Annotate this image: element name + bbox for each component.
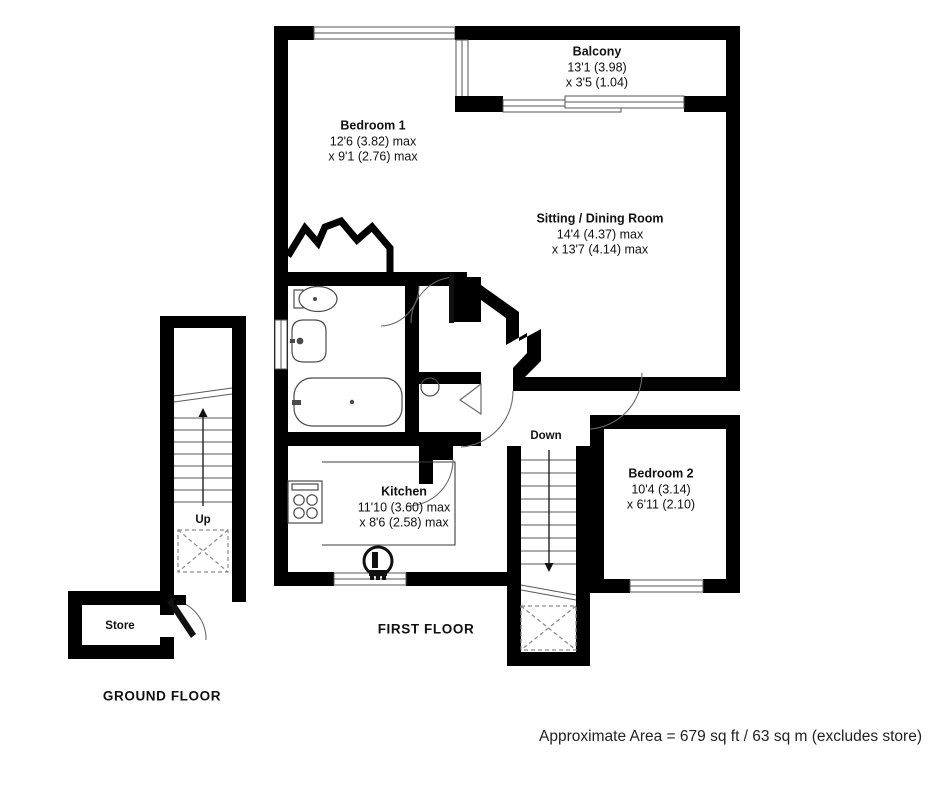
wall-store-bottom: [68, 645, 174, 659]
wall-kitchen-bottom-left: [274, 572, 334, 586]
room-dim-sitting-1: 14'4 (4.37) max: [557, 227, 644, 241]
wall-right-sitting: [726, 96, 740, 391]
wall-store-right-upper: [160, 591, 174, 615]
room-dim-bedroom1-2: x 9'1 (2.76) max: [328, 149, 418, 163]
door-bedroom2: [589, 372, 643, 430]
floor-title-ground: GROUND FLOOR: [103, 689, 221, 704]
hob-icon: [287, 480, 323, 524]
room-label-sitting-dining: Sitting / Dining Room: [536, 211, 663, 225]
wc-basin-icon: [420, 377, 482, 416]
room-dim-kitchen-2: x 8'6 (2.58) max: [359, 515, 449, 529]
wall-under-balcony-left: [455, 96, 503, 112]
wall-kitchen-right-step: [433, 446, 453, 460]
room-dim-bedroom2-2: x 6'11 (2.10): [627, 497, 695, 511]
wall-store-top: [68, 591, 174, 605]
room-label-kitchen: Kitchen: [381, 484, 427, 498]
wall-stairwell-right-upper: [576, 446, 590, 586]
door-sitting-room: [460, 390, 514, 448]
room-label-balcony: Balcony: [573, 44, 622, 58]
door-kitchen: [406, 459, 454, 507]
wall-below-kitchen: [463, 572, 521, 586]
sliding-door-balcony: [502, 95, 685, 113]
window-bedroom1-balcony: [455, 39, 469, 101]
stairwell-void-ground: [177, 529, 229, 573]
room-dim-bedroom2-1: 10'4 (3.14): [631, 482, 690, 496]
wall-store-door-jamb: [174, 595, 186, 605]
floor-title-first: FIRST FLOOR: [378, 622, 475, 637]
boiler-icon: [362, 545, 394, 580]
wall-store-right-lower: [160, 637, 174, 659]
wall-bed2-bottom-right: [703, 579, 740, 593]
stair-direction-up: Up: [195, 514, 210, 526]
eaves-feature-bedroom1: [285, 216, 394, 272]
room-dim-balcony-2: x 3'5 (1.04): [566, 75, 628, 89]
room-dim-balcony-1: 13'1 (3.98): [567, 60, 626, 74]
wall-gf-stair-top: [160, 316, 246, 328]
wall-wc-bottom: [419, 432, 481, 446]
wall-bed2-bottom-left: [590, 579, 630, 593]
wall-balcony-right: [726, 26, 740, 101]
window-bathroom-left: [274, 319, 288, 370]
wall-sitting-bottom: [513, 377, 740, 391]
wall-wc-left: [405, 382, 419, 446]
wall-bed2-right: [726, 415, 740, 593]
stairwell-void-first: [520, 605, 577, 651]
wall-stairwell-left-lower: [507, 572, 521, 666]
room-dim-bedroom1-1: 12'6 (3.82) max: [330, 134, 417, 148]
first-floor-plan: Bedroom 1 12'6 (3.82) max x 9'1 (2.76) m…: [274, 26, 740, 666]
ground-floor-plan: Up Store GROUND FLOOR: [68, 316, 246, 704]
wall-wc-top: [419, 372, 481, 384]
stair-direction-down: Down: [530, 430, 561, 442]
window-bedroom2-bottom: [629, 579, 704, 593]
approximate-area-note: Approximate Area = 679 sq ft / 63 sq m (…: [539, 728, 922, 745]
wall-bed1-bottom: [274, 272, 419, 286]
basin-icon: [290, 319, 327, 363]
wall-gf-stair-left: [160, 316, 174, 596]
wall-bal-div-top: [455, 26, 469, 40]
toilet-icon: [293, 285, 338, 313]
wall-bath-right-upper: [405, 286, 419, 326]
wall-hall-angled: [467, 277, 541, 391]
wall-bath-left-notch: [274, 368, 288, 388]
room-label-store: Store: [105, 620, 134, 632]
wall-bath-right-lower: [405, 326, 419, 382]
wall-gf-stair-right: [232, 316, 246, 602]
door-bedroom1: [410, 275, 454, 324]
room-label-bedroom1: Bedroom 1: [340, 118, 405, 132]
wall-bed2-left: [590, 415, 604, 593]
wall-balcony-top: [469, 26, 740, 40]
room-dim-sitting-2: x 13'7 (4.14) max: [552, 242, 649, 256]
wall-bath-bottom: [274, 432, 419, 446]
stairs-ground-floor: [173, 387, 233, 506]
wall-stairwell-bottom: [507, 652, 590, 666]
wall-left-outer: [274, 26, 288, 586]
wall-stairwell-right-lower: [576, 572, 590, 666]
kitchen-worktop: [322, 461, 456, 546]
room-label-bedroom2: Bedroom 2: [628, 466, 693, 480]
stairs-first-floor: [520, 450, 577, 601]
wall-stairwell-left: [507, 446, 521, 586]
room-dim-kitchen-1: 11'10 (3.60) max: [358, 500, 451, 514]
wall-hall-left-upper: [453, 272, 467, 322]
wall-bed2-top: [590, 415, 740, 429]
wall-kitchen-right-upper: [419, 446, 433, 484]
bathtub-icon: [292, 377, 403, 427]
wall-store-left: [68, 591, 82, 659]
wall-kitchen-bottom-right: [406, 572, 463, 586]
window-bedroom1-top: [313, 26, 456, 40]
door-bathroom: [380, 285, 420, 327]
